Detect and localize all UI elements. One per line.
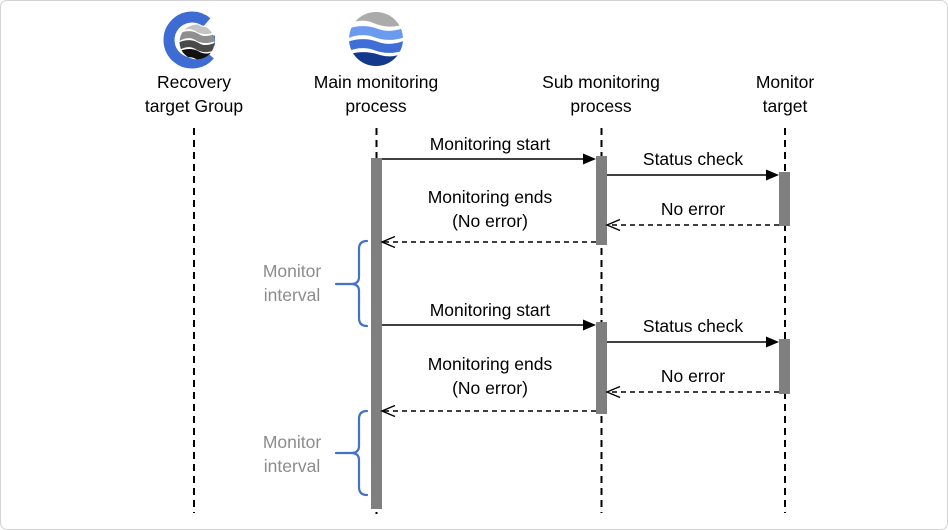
globe-g-icon (163, 11, 215, 69)
arrowhead-no-error-2 (605, 385, 621, 399)
actor-label-line: process (570, 96, 632, 116)
message-label-line: Monitoring ends (427, 187, 553, 207)
arrowhead-monitoring-ends-1 (380, 235, 396, 249)
arrowhead-status-check-1 (766, 169, 779, 181)
actor-label-line: Recovery (157, 72, 231, 92)
message-label-no-error-1: No error (660, 199, 726, 219)
message-label-monitoring-start-1: Monitoring start (429, 134, 551, 154)
activation-bar-sub-2 (596, 322, 607, 414)
interval-label-1: Monitor interval (263, 259, 321, 307)
message-label-monitoring-ends-1: Monitoring ends (No error) (428, 185, 553, 233)
arrowhead-no-error-1 (605, 218, 621, 232)
activation-bar-target-2 (779, 339, 790, 394)
wave-globe-icon (349, 12, 403, 66)
actor-label-line: Monitor (755, 72, 815, 92)
message-label-line: (No error) (452, 211, 528, 231)
message-label-status-check-2: Status check (642, 316, 744, 336)
actor-label-line: target Group (144, 96, 244, 116)
actor-label-line: process (345, 96, 407, 116)
message-label-line: (No error) (452, 378, 528, 398)
actor-label-line: target (762, 96, 808, 116)
actor-label-line: Sub monitoring (542, 72, 660, 92)
actor-label-recovery-target-group: Recovery target Group (145, 70, 243, 118)
arrowhead-monitoring-start-1 (583, 153, 596, 165)
message-label-no-error-2: No error (660, 366, 726, 386)
interval-label-line: interval (263, 456, 321, 476)
interval-label-line: Monitor (262, 261, 322, 281)
message-label-monitoring-ends-2: Monitoring ends (No error) (428, 352, 553, 400)
interval-brace-2 (350, 409, 369, 497)
interval-label-line: interval (263, 285, 321, 305)
interval-brace-1 (350, 239, 369, 328)
activation-bar-target-1 (779, 172, 790, 226)
actor-label-monitor-target: Monitor target (756, 70, 814, 118)
message-label-monitoring-start-2: Monitoring start (429, 300, 551, 320)
interval-label-line: Monitor (262, 432, 322, 452)
actor-label-sub-monitoring-process: Sub monitoring process (542, 70, 660, 118)
activation-bar-sub-1 (596, 156, 607, 245)
actor-label-main-monitoring-process: Main monitoring process (314, 70, 439, 118)
message-label-status-check-1: Status check (642, 149, 744, 169)
actor-label-line: Main monitoring (313, 72, 439, 92)
arrowhead-monitoring-start-2 (583, 319, 596, 331)
arrowhead-monitoring-ends-2 (380, 404, 396, 418)
interval-label-2: Monitor interval (263, 430, 321, 478)
arrowhead-status-check-2 (766, 336, 779, 348)
message-label-line: Monitoring ends (427, 354, 553, 374)
activation-bar-main (371, 158, 382, 509)
